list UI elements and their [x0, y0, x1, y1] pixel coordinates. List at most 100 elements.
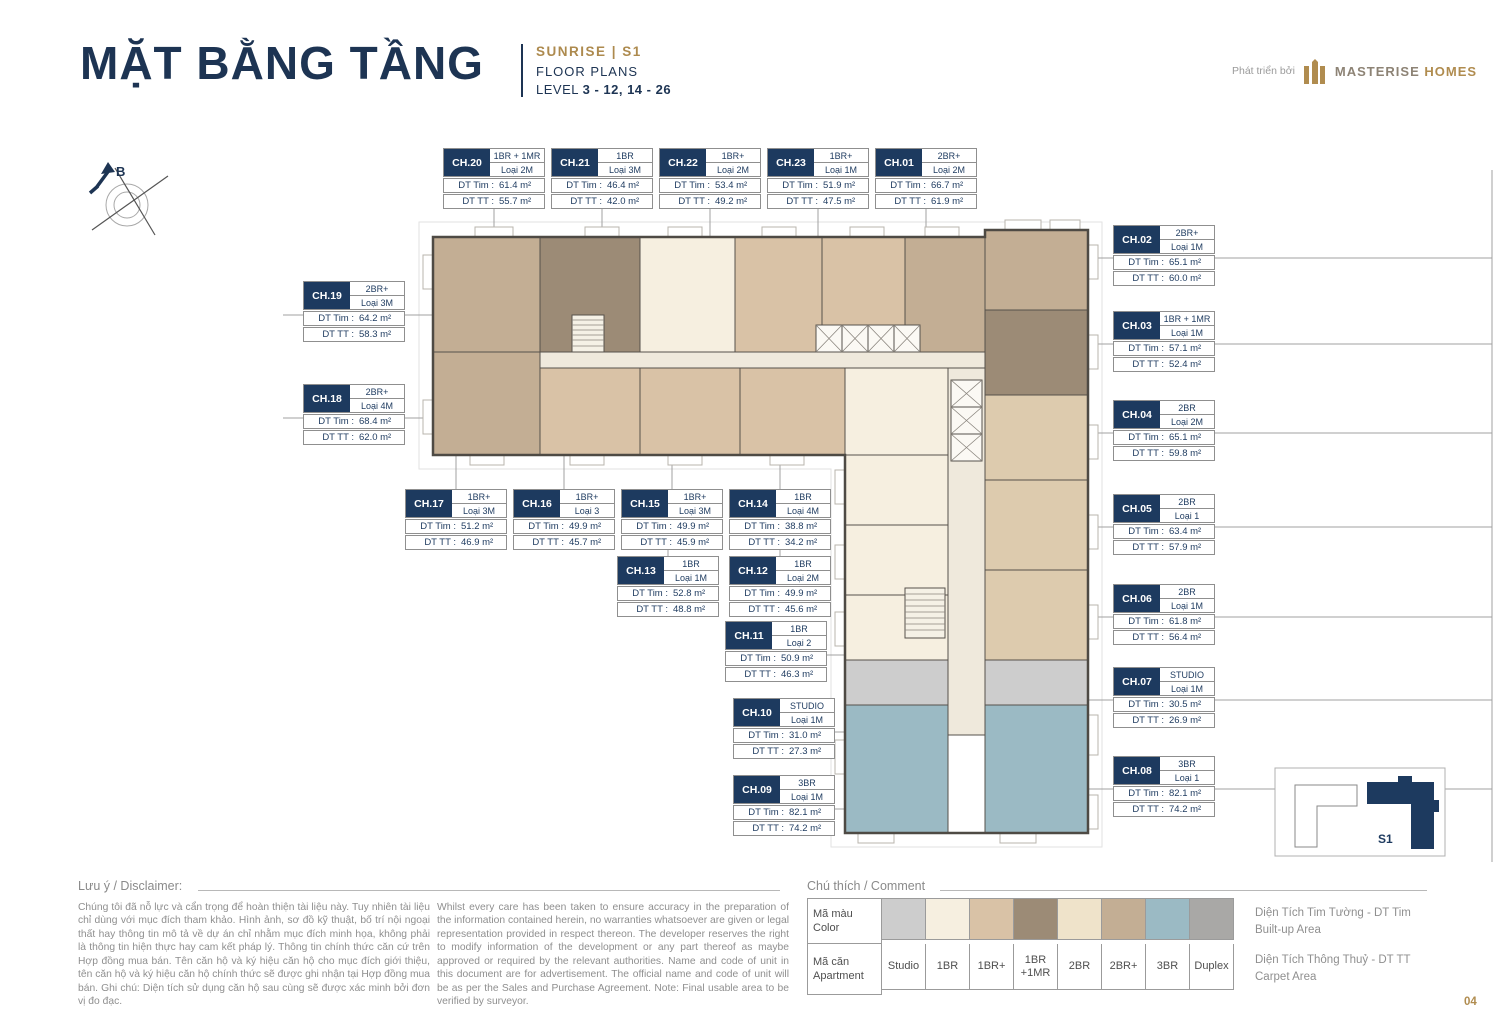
plan-unit-ch13: [844, 454, 949, 526]
unit-variant: Loại 2M: [500, 164, 534, 175]
dt-tim-row: DT Tim :51.2 m²: [405, 519, 507, 534]
unit-code: CH.02: [1114, 226, 1160, 253]
unit-type: 1BR+: [706, 149, 760, 163]
unit-variant: Loại 3: [574, 505, 600, 516]
north-label: B: [116, 164, 125, 179]
plan-unit-ch06: [984, 569, 1089, 661]
unit-variant: Loại 1M: [1170, 600, 1204, 611]
north-arrow-head: [101, 162, 115, 174]
unit-variant: Loại 1M: [1170, 327, 1204, 338]
unit-type: 1BR+: [668, 490, 722, 504]
legend-name-1br: 1BR: [926, 944, 970, 990]
plan-unit-ch18: [432, 351, 541, 456]
corridor-horizontal: [539, 351, 986, 369]
unit-type: STUDIO: [1160, 668, 1214, 682]
unit-variant: Loại 1M: [1170, 241, 1204, 252]
unit-code: CH.12: [730, 557, 776, 584]
plan-unit-ch17: [539, 367, 641, 456]
plan-unit-ch14: [844, 367, 949, 456]
unit-variant: Loại 2M: [716, 164, 750, 175]
developer-logo: Phát triển bởi MASTERISE HOMES: [1232, 58, 1477, 84]
dt-tim-row: DT Tim :49.9 m²: [513, 519, 615, 534]
dt-tim-row: DT Tim :68.4 m²: [303, 414, 405, 429]
unit-type: 1BR: [664, 557, 718, 571]
unit-variant: Loại 3M: [608, 164, 642, 175]
legend-swatch-duplex: [1190, 899, 1234, 940]
unit-code: CH.18: [304, 385, 350, 412]
dt-tim-row: DT Tim :66.7 m²: [875, 178, 977, 193]
masterise-building-icon: [1303, 59, 1325, 84]
unit-type: 1BR+: [452, 490, 506, 504]
unit-code: CH.04: [1114, 401, 1160, 428]
unit-type: 1BR+: [814, 149, 868, 163]
legend-name-1br-1mr: 1BR +1MR: [1014, 944, 1058, 990]
area-note-vi: Diện Tích Thông Thuỷ - DT TT: [1255, 954, 1411, 966]
dt-tim-row: DT Tim :30.5 m²: [1113, 697, 1215, 712]
dt-tim-row: DT Tim :52.8 m²: [617, 586, 719, 601]
building-outline: [431, 228, 1090, 835]
unit-code: CH.11: [726, 622, 772, 649]
floor-plans-label: FLOOR PLANS: [536, 64, 639, 80]
plan-unit-ch04: [984, 394, 1089, 481]
brand-name: MASTERISE HOMES: [1334, 63, 1478, 79]
page-number: 04: [1464, 996, 1477, 1008]
dt-tt-row: DT TT :56.4 m²: [1113, 630, 1215, 645]
site-outline: [418, 221, 1103, 848]
legend-name-1br-: 1BR+: [970, 944, 1014, 990]
legend-swatch-1br-1mr: [1014, 899, 1058, 940]
dt-tim-row: DT Tim :64.2 m²: [303, 311, 405, 326]
plan-unit-ch08: [984, 704, 1089, 834]
unit-variant: Loại 2M: [1170, 416, 1204, 427]
dt-tt-row: DT TT :74.2 m²: [1113, 802, 1215, 817]
unit-type: 2BR: [1160, 401, 1214, 415]
unit-code: CH.23: [768, 149, 814, 176]
unit-type: 1BR+: [560, 490, 614, 504]
compass: B: [88, 162, 169, 236]
unit-type: 1BR: [598, 149, 652, 163]
plan-unit-ch22: [734, 236, 823, 353]
unit-type: 3BR: [1160, 757, 1214, 771]
page-title: MẶT BẰNG TẦNG: [80, 37, 484, 89]
dt-tt-row: DT TT :52.4 m²: [1113, 357, 1215, 372]
dt-tt-row: DT TT :49.2 m²: [659, 194, 761, 209]
unit-code: CH.09: [734, 776, 780, 803]
dt-tim-row: DT Tim :65.1 m²: [1113, 255, 1215, 270]
plan-unit-ch03: [984, 309, 1089, 396]
header-divider: [521, 44, 523, 97]
plan-unit-ch16: [639, 367, 741, 456]
unit-type: 2BR+: [1160, 226, 1214, 240]
dt-tt-row: DT TT :26.9 m²: [1113, 713, 1215, 728]
legend-swatch-3br: [1146, 899, 1190, 940]
legend-swatch-2br: [1058, 899, 1102, 940]
unit-code: CH.14: [730, 490, 776, 517]
unit-type: 1BR + 1MR: [490, 149, 544, 163]
dt-tt-row: DT TT :48.8 m²: [617, 602, 719, 617]
unit-code: CH.16: [514, 490, 560, 517]
unit-variant: Loại 2: [786, 637, 812, 648]
plan-unit-ch09: [844, 704, 949, 834]
unit-variant: Loại 1M: [674, 572, 708, 583]
unit-type: 1BR: [776, 490, 830, 504]
unit-type: 2BR: [1160, 495, 1214, 509]
unit-code: CH.05: [1114, 495, 1160, 522]
dt-tim-row: DT Tim :49.9 m²: [729, 586, 831, 601]
legend-swatch-2br-: [1102, 899, 1146, 940]
unit-code: CH.08: [1114, 757, 1160, 784]
dt-tim-row: DT Tim :38.8 m²: [729, 519, 831, 534]
dt-tt-row: DT TT :47.5 m²: [767, 194, 869, 209]
dt-tt-row: DT TT :60.0 m²: [1113, 271, 1215, 286]
stairs: [571, 314, 946, 639]
dt-tt-row: DT TT :45.7 m²: [513, 535, 615, 550]
unit-code: CH.03: [1114, 312, 1160, 339]
